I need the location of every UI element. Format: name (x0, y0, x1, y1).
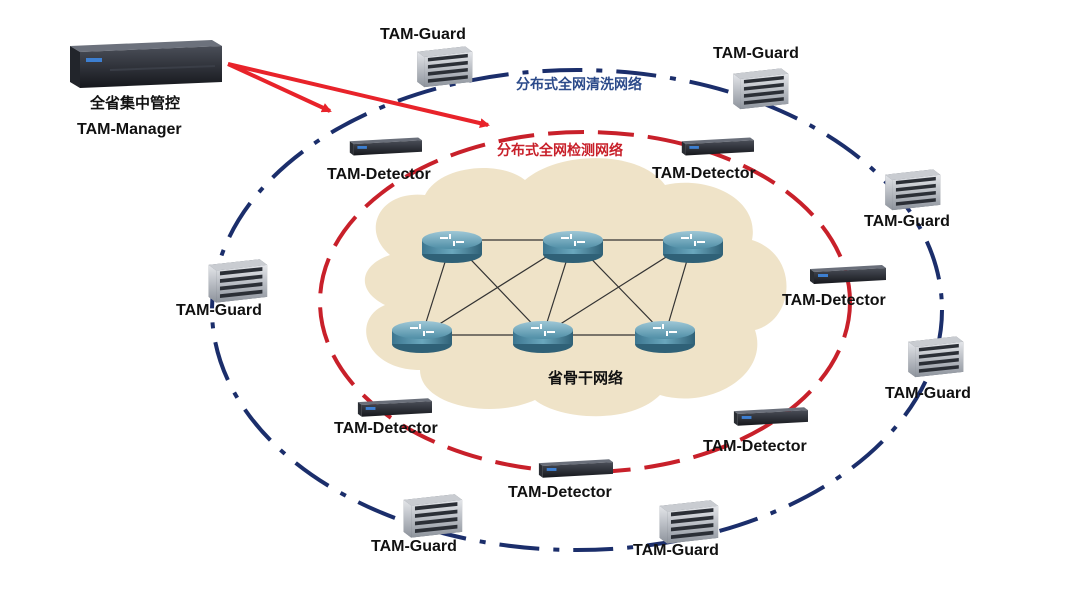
guard-7: TAM-Guard (633, 500, 719, 559)
router-3 (663, 231, 723, 263)
guard-label: TAM-Guard (380, 26, 466, 43)
guard-label: TAM-Guard (864, 213, 950, 230)
detector-6: TAM-Detector (508, 459, 613, 501)
router-1 (422, 231, 482, 263)
detector-5: TAM-Detector (703, 407, 808, 455)
detector-label: TAM-Detector (508, 484, 612, 501)
guard-5: TAM-Guard (885, 336, 971, 402)
detector-label: TAM-Detector (782, 292, 886, 309)
manager-title: 全省集中管控 (89, 94, 180, 112)
detector-4: TAM-Detector (334, 398, 438, 437)
backbone-title: 省骨干网络 (547, 369, 623, 387)
router-6 (635, 321, 695, 353)
guard-4: TAM-Guard (176, 259, 268, 319)
router-5 (513, 321, 573, 353)
manager-device (70, 40, 222, 88)
detector-3: TAM-Detector (782, 265, 886, 309)
router-2 (543, 231, 603, 263)
guard-3: TAM-Guard (864, 169, 950, 230)
guard-label: TAM-Guard (176, 302, 262, 319)
guard-label: TAM-Guard (885, 385, 971, 402)
manager-name: TAM-Manager (77, 121, 182, 138)
detector-2: TAM-Detector (652, 137, 756, 182)
guard-1: TAM-Guard (380, 26, 473, 88)
detector-1: TAM-Detector (327, 137, 431, 183)
guard-2: TAM-Guard (713, 45, 799, 110)
guard-network-title: 分布式全网清洗网络 (516, 76, 642, 93)
detector-label: TAM-Detector (652, 165, 756, 182)
detector-label: TAM-Detector (703, 438, 807, 455)
detector-label: TAM-Detector (327, 166, 431, 183)
detector-label: TAM-Detector (334, 420, 438, 437)
detector-network-title: 分布式全网检测网络 (497, 142, 623, 159)
router-4 (392, 321, 452, 353)
detector-network-ring (318, 130, 852, 474)
control-arrows (227, 62, 490, 129)
guard-label: TAM-Guard (633, 542, 719, 559)
guard-label: TAM-Guard (371, 538, 457, 555)
guard-6: TAM-Guard (371, 494, 463, 555)
guard-label: TAM-Guard (713, 45, 799, 62)
guard-network-ring (210, 68, 944, 552)
backbone-cloud (364, 158, 787, 417)
